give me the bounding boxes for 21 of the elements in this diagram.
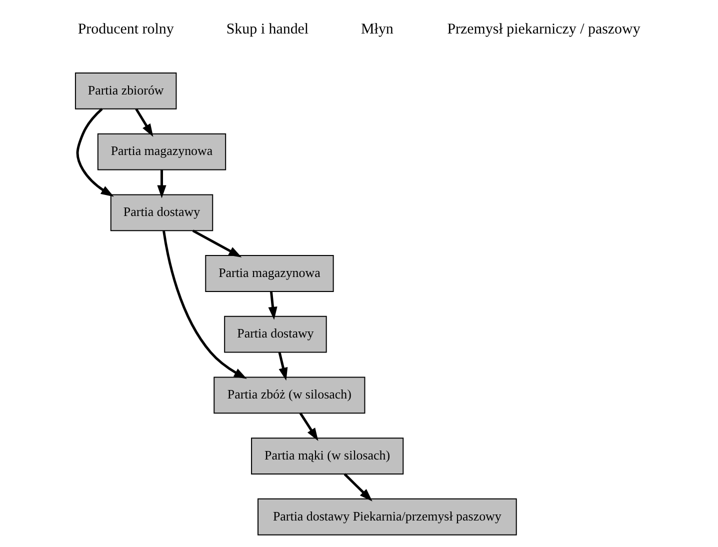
arrow <box>343 473 372 502</box>
node-box: Partia magazynowa <box>96 133 226 170</box>
node-box: Partia magazynowa <box>204 255 334 292</box>
label: Producent rolny <box>77 22 174 38</box>
arrow <box>278 352 288 381</box>
node-box: Partia dostawy <box>224 316 326 353</box>
arrow <box>192 230 242 258</box>
node-box: Partia zbiorów <box>74 72 176 110</box>
arrow <box>268 291 277 320</box>
arrow <box>298 412 318 442</box>
label: Przemysł piekarniczy / paszowy <box>446 22 640 38</box>
arrow <box>76 108 114 197</box>
arrow <box>156 170 166 198</box>
node-box: Partia mąki (w silosach) <box>250 438 404 474</box>
arrow <box>134 108 153 137</box>
node-box: Partia dostawy <box>110 194 213 232</box>
node-box: Partia zbóż (w silosach) <box>213 376 365 414</box>
node-box: Partia dostawy Piekarnia/przemysł paszowy <box>257 498 516 536</box>
arrow <box>162 230 246 379</box>
label: Młyn <box>360 22 393 38</box>
label: Skup i handel <box>226 22 308 38</box>
